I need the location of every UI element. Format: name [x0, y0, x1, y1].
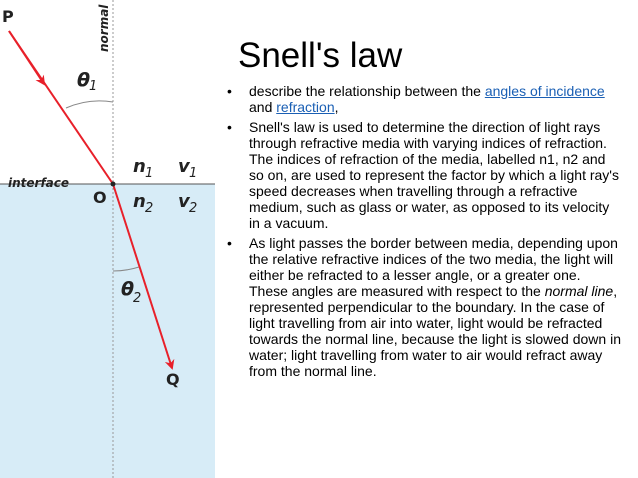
bullet-3-tail: , represented perpendicular to the bound…	[249, 283, 621, 379]
n2-symbol: n	[133, 191, 146, 212]
point-p-label: P	[2, 7, 14, 26]
n1-subscript: 1	[145, 166, 153, 181]
bullet-list: describe the relationship between the an…	[226, 83, 622, 383]
slide-title: Snell's law	[238, 36, 403, 75]
point-o-label: O	[93, 188, 107, 207]
theta1-symbol: θ	[77, 69, 90, 91]
bullet-2-text: Snell's law is used to determine the dir…	[249, 119, 619, 231]
normal-label: normal	[97, 4, 111, 52]
theta1-arc	[65, 100, 114, 109]
bullet-item: As light passes the border between media…	[226, 235, 622, 379]
n1-symbol: n	[133, 156, 146, 177]
normal-line-emphasis: normal line	[544, 283, 614, 299]
bullet-3-lead: As light passes the border between media…	[249, 235, 618, 299]
theta2-symbol: θ	[121, 278, 134, 300]
bullet-1-mid: and	[249, 99, 277, 115]
refraction-link[interactable]: refraction	[276, 99, 335, 115]
bullet-item: describe the relationship between the an…	[226, 83, 622, 115]
bullet-1-lead: describe the relationship between the	[249, 83, 485, 99]
angles-of-incidence-link[interactable]: angles of incidence	[484, 83, 605, 99]
refraction-diagram-svg: P O Q normal interface θ 1 θ 2 n 1 n 2 v…	[0, 0, 215, 478]
v1-symbol: v	[178, 156, 191, 177]
point-o-dot	[110, 181, 116, 187]
point-q-label: Q	[166, 370, 180, 389]
refraction-diagram: P O Q normal interface θ 1 θ 2 n 1 n 2 v…	[0, 0, 215, 478]
lower-medium	[0, 184, 215, 478]
theta1-subscript: 1	[89, 79, 97, 94]
v2-subscript: 2	[189, 201, 197, 216]
refracted-ray	[112, 183, 175, 370]
n2-subscript: 2	[145, 201, 153, 216]
bullet-item: Snell's law is used to determine the dir…	[226, 119, 622, 231]
theta2-subscript: 2	[133, 291, 141, 306]
v1-subscript: 1	[189, 166, 197, 181]
incident-ray	[8, 30, 114, 185]
v2-symbol: v	[178, 191, 191, 212]
bullet-1-tail: ,	[334, 99, 339, 115]
interface-label: interface	[8, 176, 69, 190]
